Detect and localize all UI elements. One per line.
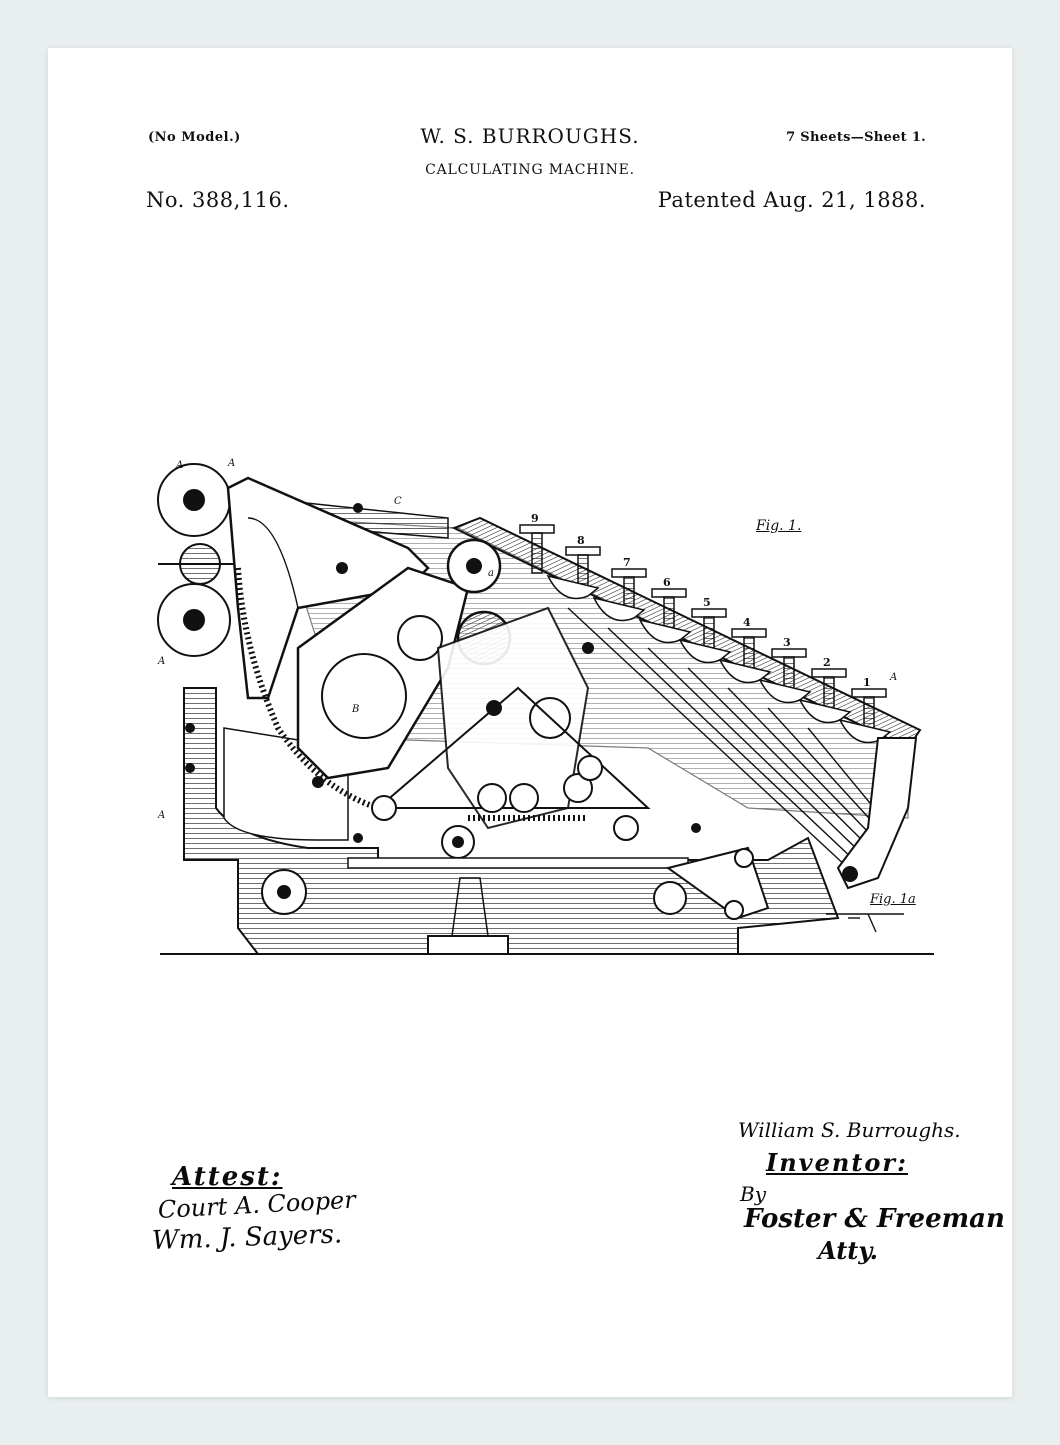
key-row: [519, 524, 887, 738]
key-number: 4: [743, 616, 751, 629]
sector-arm: [226, 476, 430, 700]
inventor-signature: William S. Burroughs.: [738, 1118, 961, 1142]
key-levers: [546, 574, 892, 744]
attorney-role: Atty.: [818, 1236, 878, 1265]
svg-text:A: A: [889, 672, 897, 683]
patent-number: No. 388,116.: [146, 188, 290, 212]
svg-text:A: A: [227, 458, 235, 469]
attorney-signature: Foster & Freeman: [744, 1204, 1005, 1234]
key-number: 9: [531, 512, 539, 525]
by-label: By: [740, 1182, 766, 1206]
key-number: 3: [783, 636, 791, 649]
key-number: 1: [863, 676, 871, 689]
calculating-machine-drawing: A A C A Ba A A 9 8 7 6 5 4 3 2 1: [157, 458, 934, 955]
figure-label-alt: Fig. 1a: [870, 892, 916, 907]
svg-text:A: A: [157, 810, 165, 821]
stop-wires: [567, 607, 885, 869]
lever-opening-large: [321, 653, 407, 739]
patented-date: Patented Aug. 21, 1888.: [657, 188, 926, 212]
key-number: 5: [703, 596, 711, 609]
part-letters: A A C A Ba A A: [157, 458, 897, 821]
right-rack: [836, 737, 918, 890]
key-number: 2: [823, 656, 831, 669]
toothed-rack: [235, 567, 379, 811]
svg-text:A: A: [175, 460, 183, 471]
key-number: 8: [577, 534, 585, 547]
svg-text:B: B: [351, 704, 359, 715]
bolts: [185, 503, 701, 843]
right-pivot: [842, 866, 858, 882]
printing-wheels: [157, 463, 238, 657]
attest-label: Attest:: [172, 1162, 283, 1192]
svg-text:A: A: [157, 656, 165, 667]
inventor-role: Inventor:: [766, 1148, 908, 1177]
key-number: 7: [623, 556, 631, 569]
patent-sheet: (No Model.) W. S. BURROUGHS. 7 Sheets—Sh…: [48, 48, 1012, 1397]
figure-label: Fig. 1.: [756, 518, 802, 534]
lever-opening-small: [397, 615, 443, 661]
inventor-name: W. S. BURROUGHS.: [420, 124, 640, 148]
fig1a-detail: [826, 913, 904, 933]
svg-text:a: a: [488, 568, 494, 579]
key-number-labels: 9 8 7 6 5 4 3 2 1: [531, 512, 871, 689]
patent-title: CALCULATING MACHINE.: [425, 162, 635, 178]
key-number: 6: [663, 576, 671, 589]
svg-text:C: C: [394, 496, 402, 507]
sheet-count: 7 Sheets—Sheet 1.: [786, 130, 926, 145]
bottom-handle: [427, 935, 509, 955]
model-note: (No Model.): [148, 130, 241, 145]
